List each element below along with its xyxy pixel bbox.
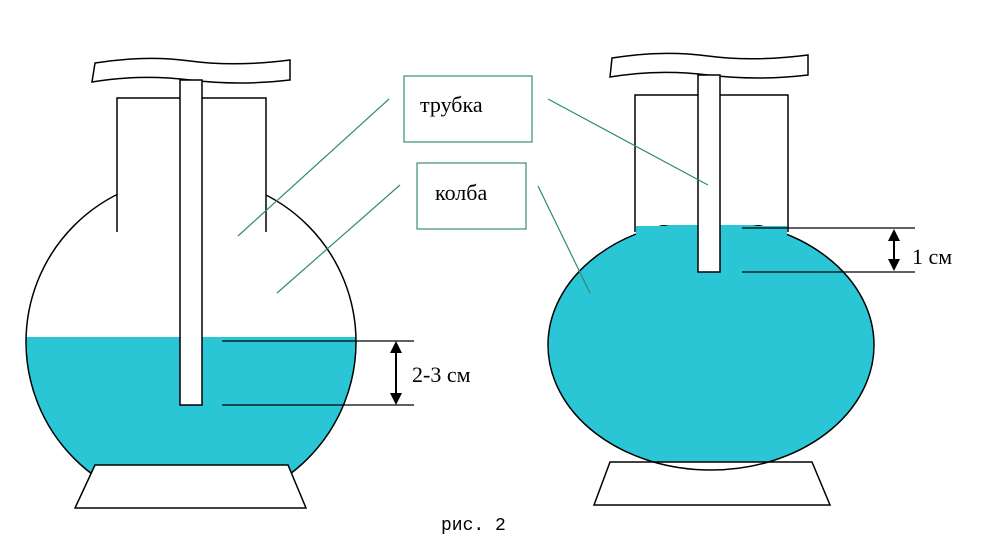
right-depth-arrowhead-down <box>888 259 900 271</box>
tube-label: трубка <box>420 92 483 117</box>
right-depth-label: 1 см <box>912 244 952 269</box>
right-flask-stand <box>592 461 832 506</box>
flask-label-box <box>416 162 527 230</box>
left-flask: 2-3 см <box>25 57 471 509</box>
right-flask: 1 см <box>547 52 952 506</box>
left-flask-stand <box>73 464 308 509</box>
tube-leader-right <box>547 98 709 186</box>
right-depth-arrowhead-up <box>888 229 900 241</box>
flask-leader-right <box>537 185 591 294</box>
flask-leader-left <box>276 184 401 294</box>
flask-label: колба <box>435 180 487 205</box>
right-clamp <box>609 52 809 79</box>
left-depth-arrowhead-down <box>390 393 402 405</box>
left-depth-arrowhead-up <box>390 341 402 353</box>
tube-label-box <box>403 75 533 143</box>
right-tube <box>697 74 721 273</box>
left-clamp <box>91 57 291 84</box>
left-depth-label: 2-3 см <box>412 362 471 387</box>
callouts: трубка колба <box>237 75 709 294</box>
left-tube <box>179 79 203 406</box>
figure-caption: рис. 2 <box>441 516 506 536</box>
tube-leader-left <box>237 98 390 237</box>
